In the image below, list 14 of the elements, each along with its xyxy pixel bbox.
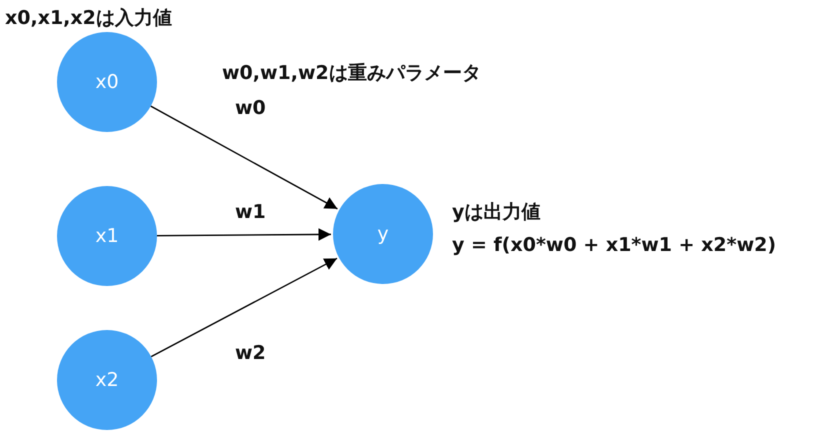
note-text: x0,x1,x2は入力値 [5, 6, 172, 31]
annotation-text: yは出力値 [452, 200, 540, 225]
edge-label: w0 [235, 97, 266, 119]
note-text: w0,w1,w2は重みパラメータ [222, 61, 481, 86]
arrow [150, 258, 338, 358]
arrow [150, 106, 338, 210]
arrow [157, 228, 331, 241]
node-label: x0 [95, 71, 119, 93]
edge-label: w2 [235, 342, 266, 364]
node-label: y [377, 223, 389, 245]
annotation-text: y = f(x0*w0 + x1*w1 + x2*w2) [452, 234, 776, 256]
node-label: x2 [95, 369, 119, 391]
edge-label: w1 [235, 201, 266, 223]
node-label: x1 [95, 225, 119, 247]
